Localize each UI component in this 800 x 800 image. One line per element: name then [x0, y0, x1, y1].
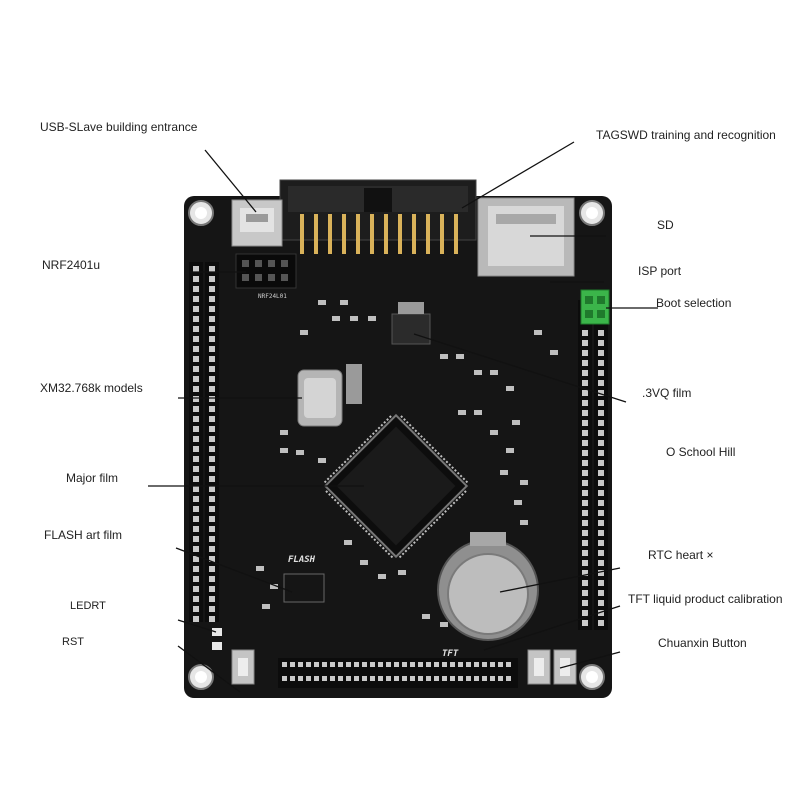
leader-v3 — [413, 333, 627, 403]
label-nrf2401u: NRF2401u — [42, 258, 101, 272]
jtag-pins — [300, 214, 458, 254]
label-major-film: Major film — [66, 471, 119, 485]
leader-usb — [204, 149, 257, 213]
leader-flash — [175, 547, 293, 593]
label-ledrt: LEDRT — [70, 600, 106, 612]
leader-lines — [148, 141, 658, 693]
leader-tagswd — [461, 141, 575, 209]
mcu-chip — [323, 413, 469, 559]
label-rtc-heart: RTC heart × — [648, 548, 714, 562]
leader-rtc — [499, 567, 621, 593]
leader-ledrt — [177, 619, 217, 633]
led-2 — [212, 642, 222, 650]
label-isp-port: ISP port — [638, 264, 682, 278]
label-3vq-film: .3VQ film — [642, 386, 692, 400]
tft-silk: TFT — [442, 649, 459, 659]
user-button — [527, 649, 551, 685]
right-header-pins — [582, 330, 604, 626]
label-flash-art-film: FLASH art film — [44, 528, 123, 542]
leader-rst — [177, 645, 241, 693]
label-boot-selection: Boot selection — [656, 296, 732, 310]
label-rst: RST — [62, 636, 84, 648]
tft-header-pins — [282, 662, 511, 681]
label-tft-calibration: TFT liquid product calibration — [628, 592, 783, 606]
flash-chip — [283, 573, 325, 603]
label-sd: SD — [657, 218, 674, 232]
leader-tft — [483, 605, 621, 651]
label-usb-slave: USB-SLave building entrance — [40, 120, 198, 134]
mounting-holes — [188, 200, 605, 690]
boot-jumper — [580, 289, 610, 325]
flash-silk: FLASH — [288, 555, 316, 565]
leader-chuanxin — [559, 651, 621, 669]
left-header-pins — [193, 266, 215, 622]
nrf-socket — [235, 253, 297, 289]
regulator — [391, 313, 431, 345]
smd-components — [256, 300, 558, 627]
coin-cell — [447, 553, 529, 635]
led-1 — [212, 628, 222, 636]
nrf-chip-silk: NRF24L01 — [258, 293, 287, 300]
reset-button — [231, 649, 255, 685]
label-chuanxin-button: Chuanxin Button — [658, 636, 747, 650]
label-school-hill: O School Hill — [666, 445, 736, 459]
label-tagswd: TAGSWD training and recognition — [596, 128, 776, 142]
label-xm32768k: XM32.768k models — [40, 381, 143, 395]
